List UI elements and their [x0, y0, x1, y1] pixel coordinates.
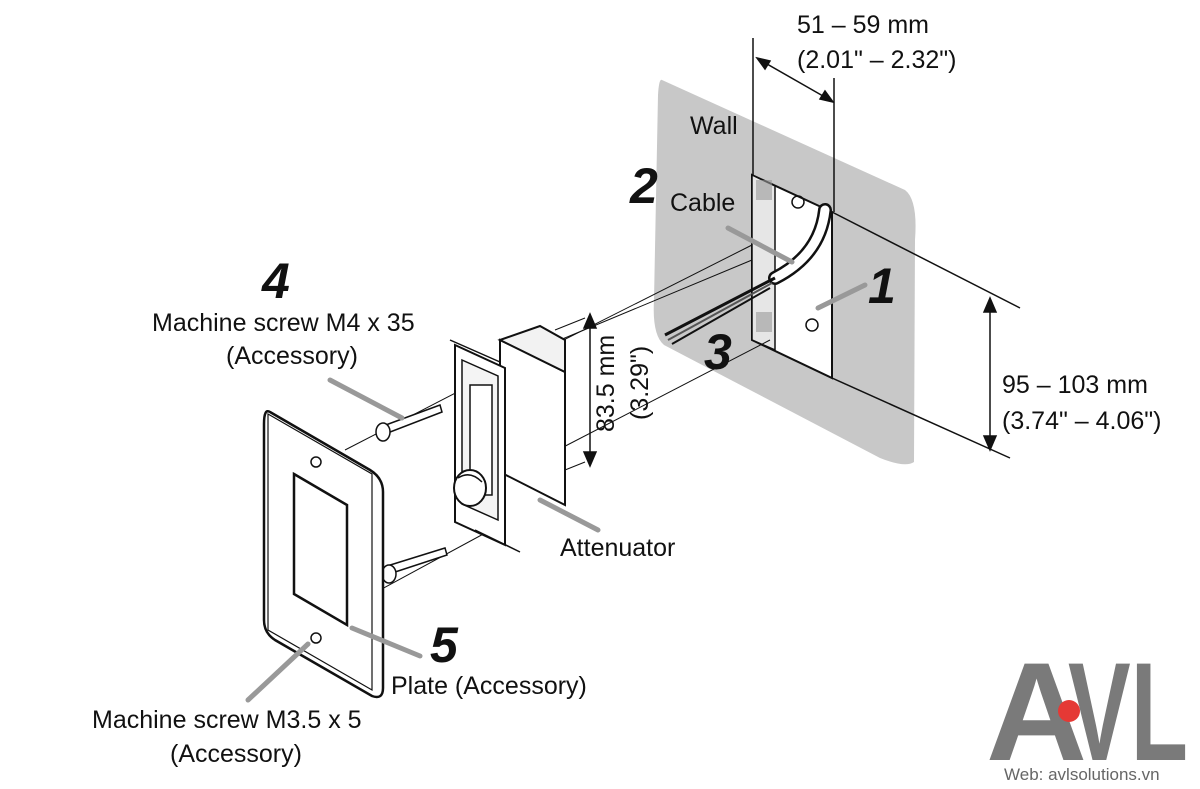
- callout-2: 2: [629, 158, 658, 214]
- height-dimension: [831, 211, 1021, 459]
- callout-5: 5: [430, 617, 459, 673]
- pitch-dimension: [582, 312, 598, 468]
- pitch-mm-label: 83.5 mm: [592, 335, 620, 432]
- machine-screw-m4: [375, 404, 448, 584]
- avl-logo: A VL: [986, 633, 1188, 789]
- plate-label: Plate (Accessory): [391, 672, 587, 700]
- height-mm-label: 95 – 103 mm: [1002, 371, 1148, 399]
- screw-m4-note: (Accessory): [226, 342, 358, 370]
- wall-label: Wall: [690, 112, 738, 140]
- callout-3: 3: [704, 324, 732, 380]
- callout-4: 4: [261, 253, 290, 309]
- height-in-label: (3.74" – 4.06"): [1002, 407, 1162, 435]
- depth-mm-label: 51 – 59 mm: [797, 11, 929, 39]
- depth-dimension: [752, 38, 835, 212]
- depth-in-label: (2.01" – 2.32"): [797, 46, 957, 74]
- cable-label: Cable: [670, 189, 735, 217]
- leader-lines: [245, 225, 868, 703]
- attenuator: [449, 324, 566, 553]
- plate: [262, 410, 385, 699]
- wall-box: [751, 173, 833, 380]
- attenuator-label: Attenuator: [560, 534, 675, 562]
- callout-1: 1: [868, 258, 896, 314]
- logo-letters-vl: VL: [1068, 633, 1188, 789]
- screw-m4-label: Machine screw M4 x 35: [152, 309, 415, 337]
- screw-m35-note: (Accessory): [170, 740, 302, 768]
- pitch-in-label: (3.29"): [626, 346, 654, 420]
- cable: [664, 203, 832, 345]
- website-label: Web: avlsolutions.vn: [1004, 765, 1160, 784]
- logo-dot-icon: [1058, 700, 1080, 722]
- screw-m35-label: Machine screw M3.5 x 5: [92, 706, 362, 734]
